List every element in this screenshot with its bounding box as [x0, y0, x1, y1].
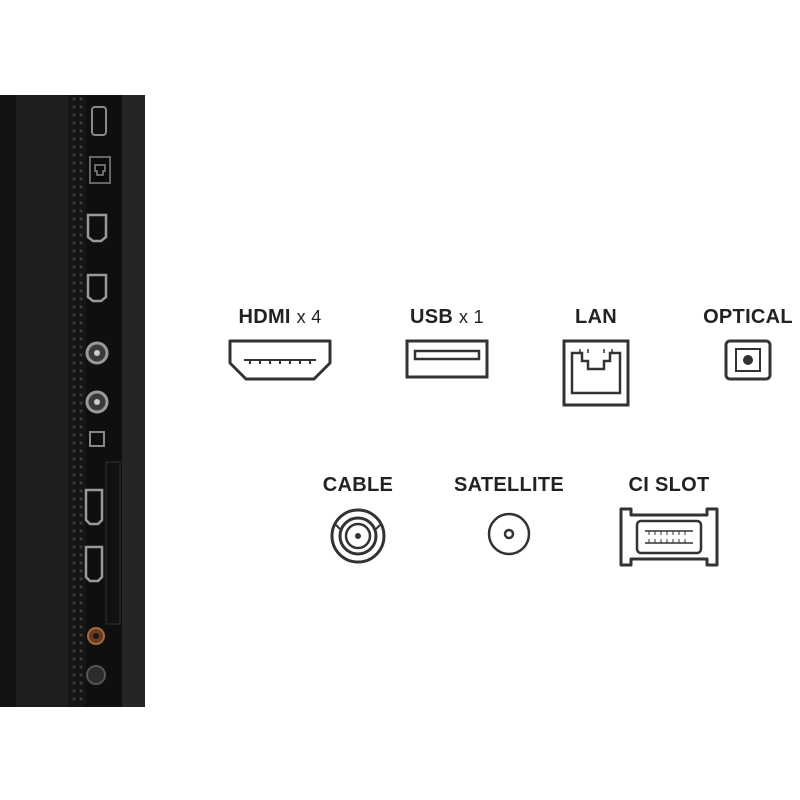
ci-slot-icon [619, 507, 719, 567]
connector-ci-slot: CI SLOT [599, 474, 739, 567]
connector-optical: OPTICAL [678, 306, 800, 381]
connector-label: OPTICAL [703, 306, 793, 328]
connector-label: USB x 1 [410, 306, 484, 328]
connector-lan: LAN [526, 306, 666, 407]
connector-label: LAN [574, 306, 617, 328]
connector-hdmi: HDMI x 4 [210, 306, 350, 381]
connector-label: HDMI x 4 [238, 306, 322, 328]
connector-label: CABLE [322, 474, 394, 496]
cable-port-icon [330, 508, 386, 564]
optical-port-icon [724, 339, 772, 381]
connector-label: CI SLOT [628, 474, 710, 496]
tv-side-panel-image [0, 95, 145, 707]
lan-port-icon [562, 339, 630, 407]
hdmi-port-icon [228, 339, 332, 381]
connector-cable: CABLE [288, 474, 428, 565]
connector-label: SATELLITE [453, 474, 565, 496]
connector-satellite: SATELLITE [439, 474, 579, 557]
connector-usb: USB x 1 [377, 306, 517, 379]
satellite-port-icon [487, 512, 531, 556]
usb-port-icon [405, 339, 489, 379]
